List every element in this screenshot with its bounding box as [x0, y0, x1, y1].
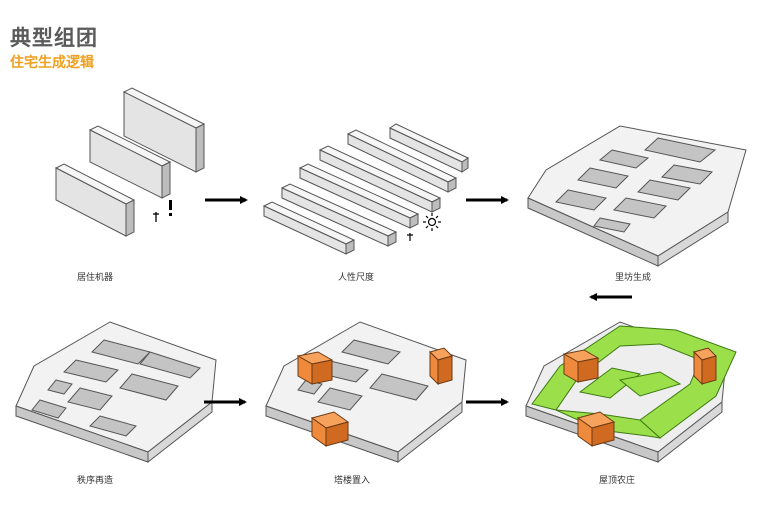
step-label: 屋顶农庄 [598, 476, 636, 486]
bar [388, 123, 470, 173]
step-label: 秩序再造 [76, 476, 114, 486]
slab [122, 87, 206, 173]
bar [262, 201, 356, 255]
step-4-reordered-block [15, 321, 217, 464]
step-label: 塔楼置入 [333, 476, 371, 486]
bar [318, 145, 442, 213]
tower [562, 349, 600, 383]
sun-icon [423, 213, 441, 231]
tower [693, 347, 717, 386]
tower [310, 411, 350, 447]
bar [298, 163, 420, 229]
step-2-bars [262, 123, 470, 255]
step-5-towers-block [265, 321, 467, 464]
person-icon [153, 212, 159, 222]
bar [346, 129, 458, 193]
page-subtitle: 住宅生成逻辑 [10, 55, 94, 71]
tower [429, 347, 453, 386]
step-label: 里坊生成 [614, 273, 652, 283]
bar [280, 183, 398, 247]
slab [88, 125, 172, 199]
slab [54, 163, 136, 237]
page-title: 典型组团 [10, 26, 98, 50]
step-1-slabs [54, 87, 206, 237]
tower [296, 351, 334, 385]
tower [576, 411, 616, 447]
step-3-courtyard-block [527, 125, 747, 267]
step-label: 居住机器 [76, 273, 114, 283]
person-icon [407, 233, 413, 241]
step-label: 人性尺度 [337, 273, 375, 283]
exclamation-icon [169, 200, 172, 216]
